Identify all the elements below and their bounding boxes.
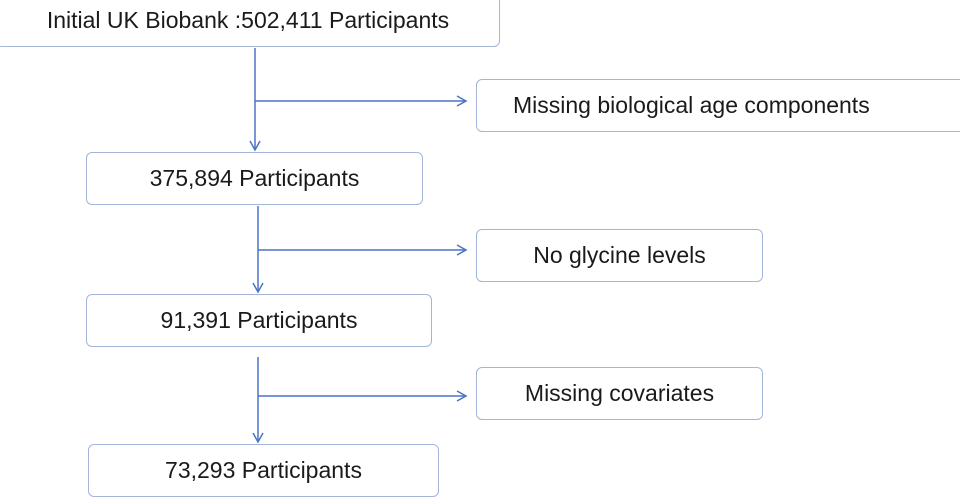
stage-box-after-exclusion-1: 375,894 Participants — [86, 152, 423, 205]
stage-label-after-exclusion-2: 91,391 Participants — [160, 307, 358, 333]
stage-label-after-exclusion-1: 375,894 Participants — [149, 165, 360, 191]
stage-box-initial: Initial UK Biobank :502,411 Participants — [0, 0, 500, 47]
exclusion-label-no-glycine: No glycine levels — [533, 242, 706, 268]
stage-box-after-exclusion-2: 91,391 Participants — [86, 294, 432, 347]
exclusion-label-missing-biological-age: Missing biological age components — [513, 92, 870, 118]
exclusion-label-missing-covariates: Missing covariates — [524, 380, 715, 406]
exclusion-box-missing-covariates: Missing covariates — [476, 367, 763, 420]
stage-label-initial: Initial UK Biobank :502,411 Participants — [46, 7, 450, 33]
stage-label-final: 73,293 Participants — [165, 457, 362, 483]
exclusion-box-missing-biological-age: Missing biological age components — [476, 79, 960, 132]
exclusion-box-no-glycine: No glycine levels — [476, 229, 763, 282]
stage-box-final: 73,293 Participants — [88, 444, 439, 497]
